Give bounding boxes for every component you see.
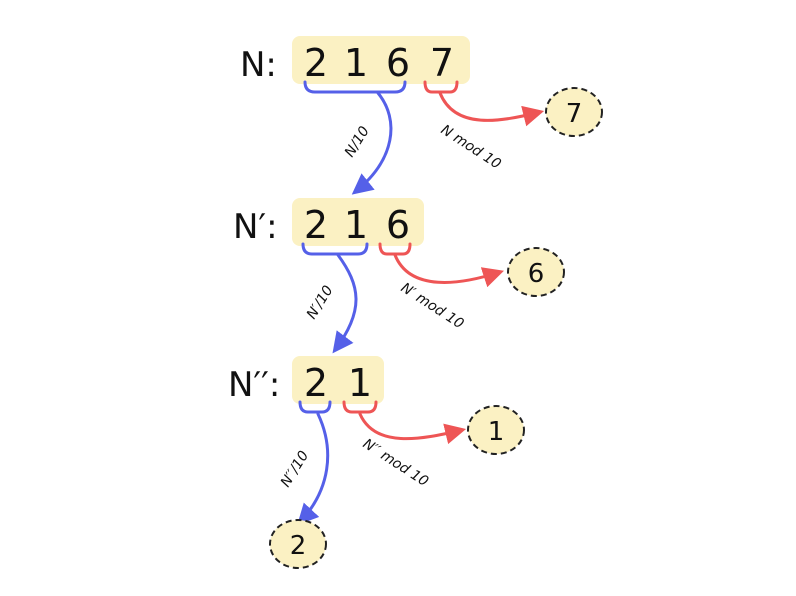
step-n: N: 2 1 6 7 N/10 N mod 10 7: [240, 36, 603, 195]
step-n-double-prime-mod-arrow: [358, 412, 467, 445]
step-n-highlight: [292, 36, 470, 84]
step-n-divide-arrow: [351, 91, 393, 195]
step-n-digit-3: 6: [386, 41, 410, 85]
step-n-prime-mod-arrow: [393, 253, 504, 288]
step-n-prime-divide-label: N′/10: [304, 283, 337, 322]
step-n-divide-label: N/10: [342, 124, 373, 161]
step-n-label: N:: [240, 45, 277, 85]
step-n-double-prime-highlight: [292, 356, 384, 404]
step-n-double-prime-label: N′′:: [228, 365, 280, 405]
step-n-prime-quotient-brace: [301, 242, 369, 256]
step-n-double-prime-digit-2: 1: [348, 361, 372, 405]
step-n-quotient-brace: [303, 80, 407, 94]
step-n-prime-result-circle: [507, 247, 565, 297]
step-n-prime-result: 6: [528, 259, 545, 289]
step-n-digit-2: 1: [344, 41, 368, 85]
step-n-double-prime-quotient-brace: [298, 400, 332, 414]
step-n-prime-digit-1: 2: [304, 203, 328, 247]
step-n-prime: N′: 2 1 6 N′/10 N′ mod 10 6: [233, 198, 565, 354]
step-n-prime-mod-label: N′ mod 10: [398, 280, 467, 332]
step-n-double-prime-result-circle: [467, 405, 525, 455]
final-result: 2: [290, 531, 307, 561]
step-n-prime-highlight: [292, 198, 424, 246]
step-n-digit-4: 7: [430, 41, 454, 85]
step-n-prime-digit-2: 1: [344, 203, 368, 247]
step-n-double-prime: N′′: 2 1 N′′/10 N′′ mod 10 1: [228, 356, 525, 526]
step-n-mod-label: N mod 10: [438, 122, 504, 173]
step-n-double-prime-mod-label: N′′ mod 10: [360, 436, 431, 490]
final-step: 2: [269, 519, 327, 569]
step-n-mod-arrow: [438, 91, 545, 127]
step-n-double-prime-result: 1: [488, 417, 505, 447]
step-n-double-prime-divide-label: N′′/10: [278, 448, 312, 490]
step-n-double-prime-divide-arrow: [297, 412, 330, 526]
step-n-prime-divide-arrow: [332, 253, 358, 354]
step-n-prime-label: N′:: [233, 207, 278, 247]
step-n-prime-digit-3: 6: [386, 203, 410, 247]
step-n-result: 7: [566, 99, 583, 129]
step-n-double-prime-remainder-brace: [342, 400, 378, 414]
step-n-result-circle: [545, 87, 603, 137]
step-n-digit-1: 2: [304, 41, 328, 85]
final-result-circle: [269, 519, 327, 569]
step-n-double-prime-digit-1: 2: [304, 361, 328, 405]
